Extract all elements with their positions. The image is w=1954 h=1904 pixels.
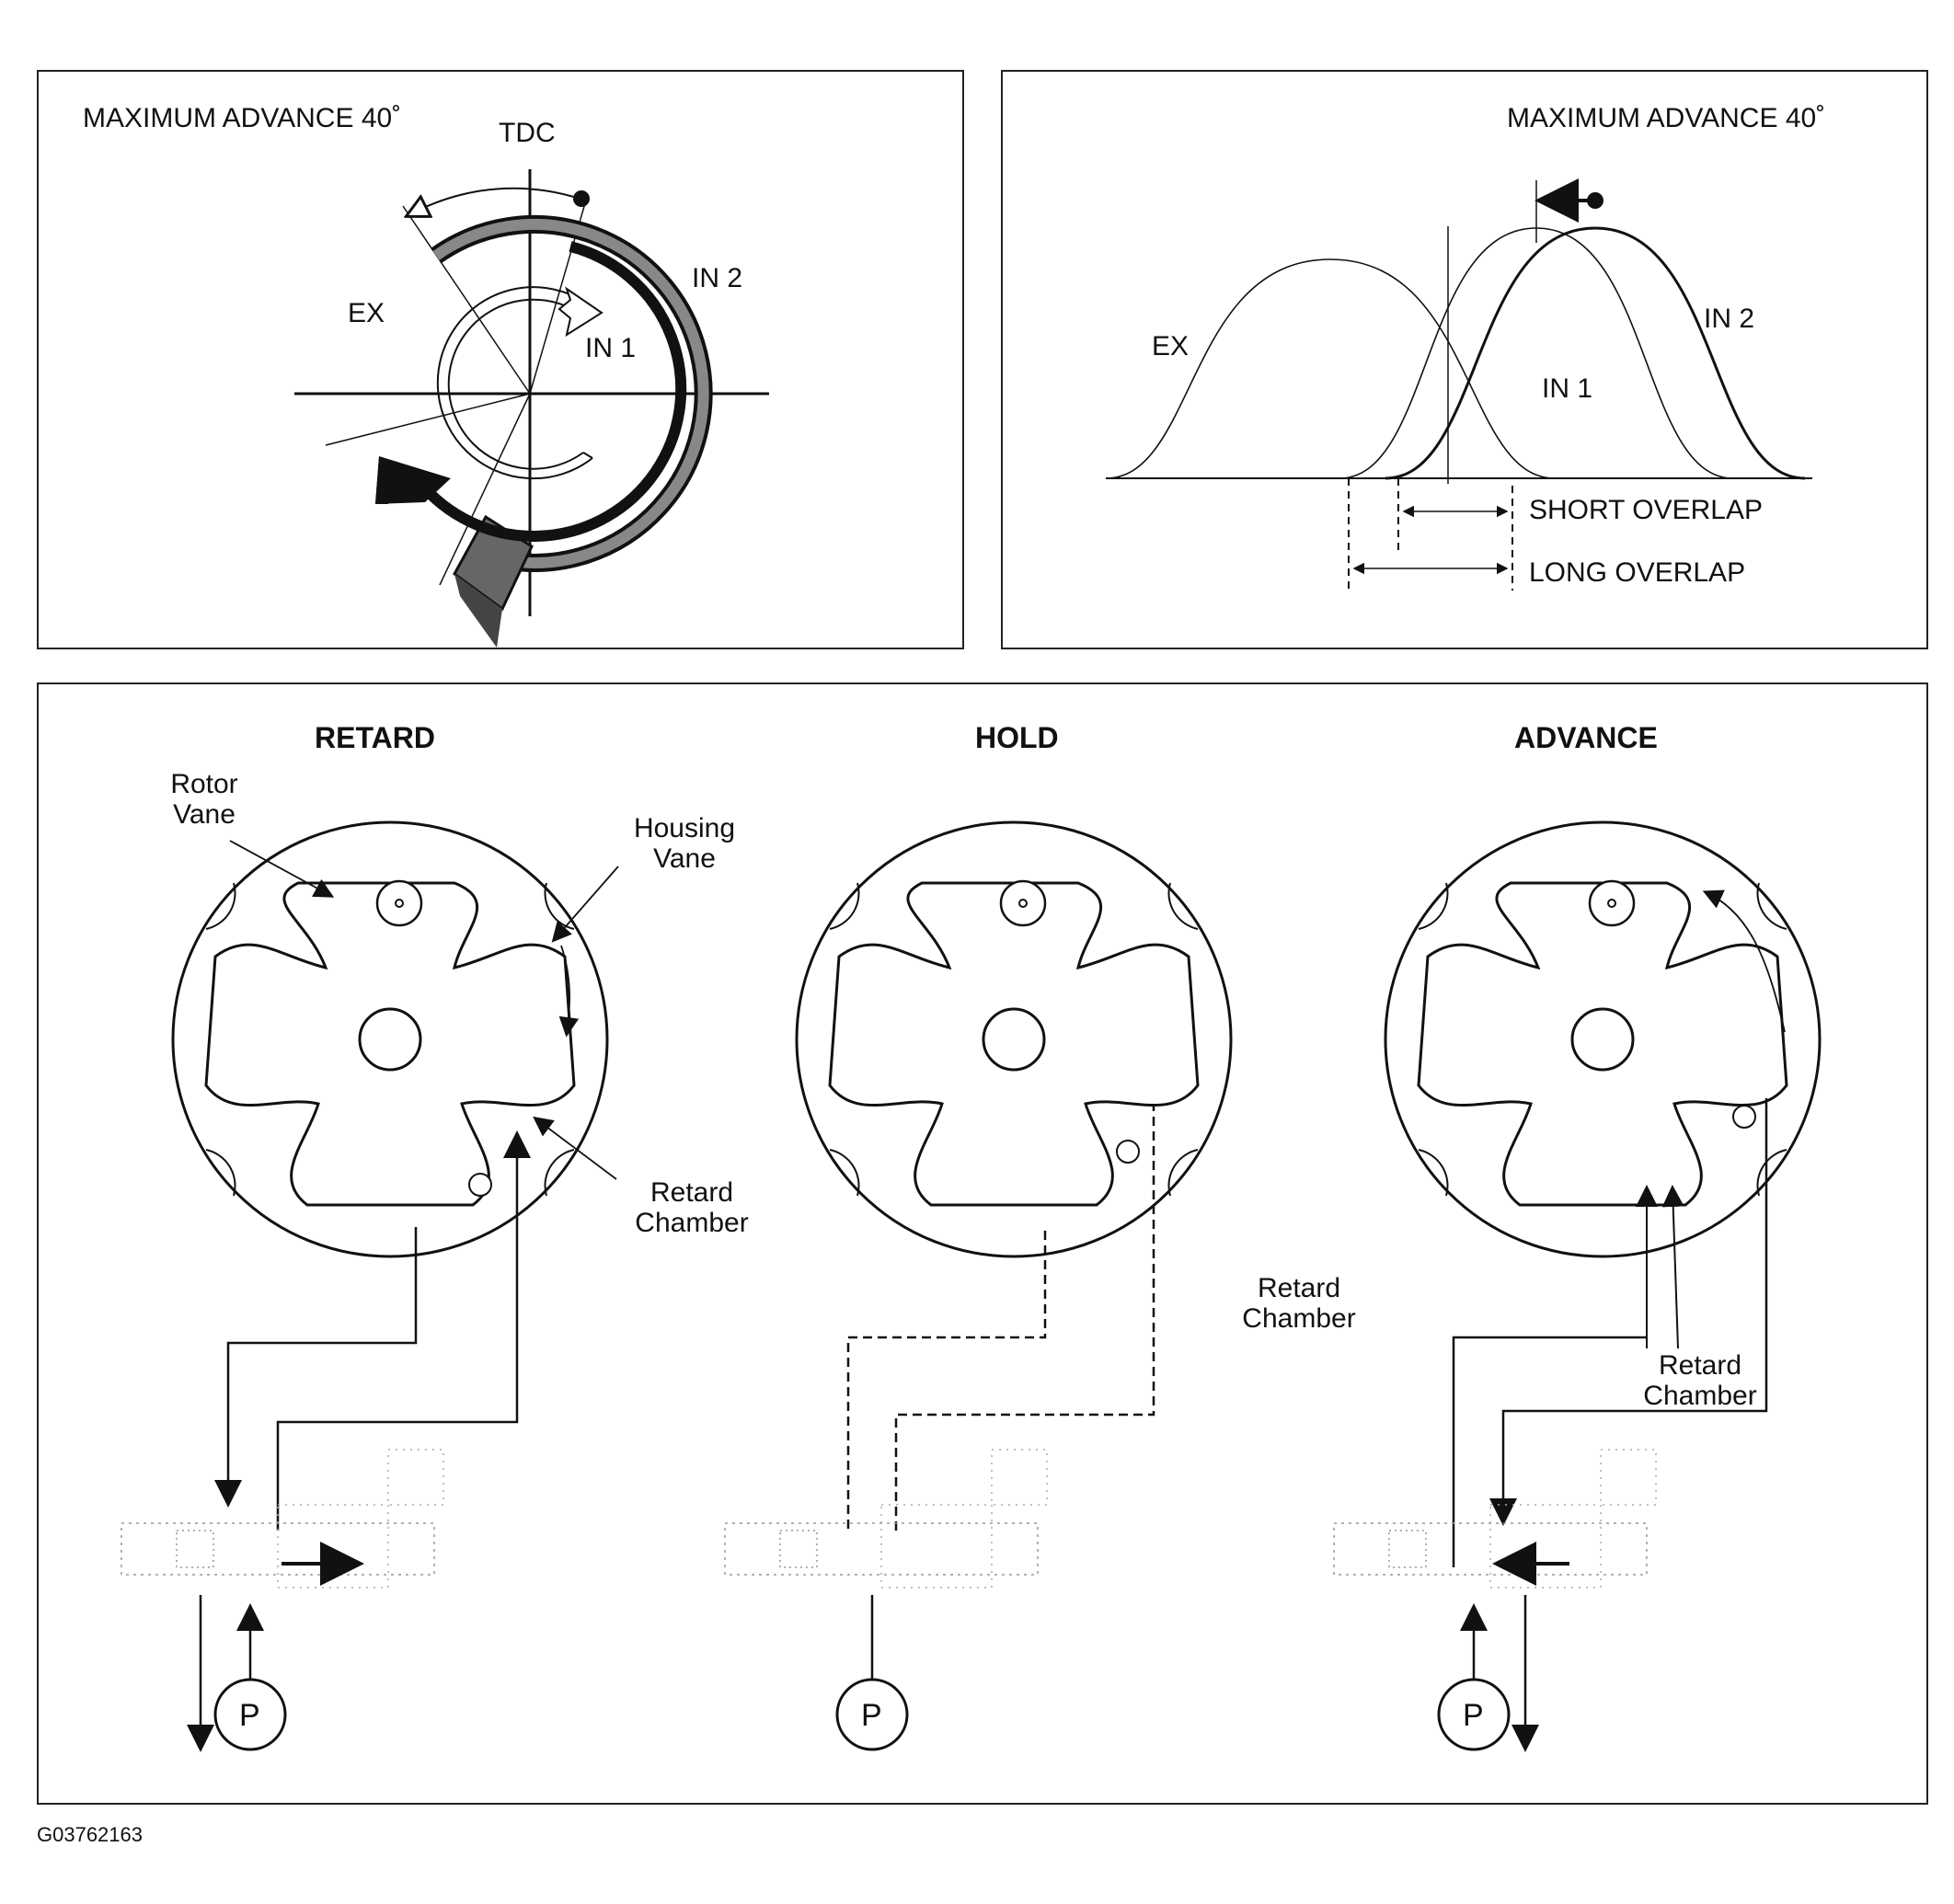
figure-code: G03762163 (37, 1823, 143, 1846)
label-retard-chamber-hold: Retard Chamber (1242, 1273, 1356, 1334)
label-retard-chamber-advance: Retard Chamber (1643, 1350, 1757, 1411)
phase-shift-dot (1587, 192, 1603, 209)
label-in1-circle: IN 1 (585, 333, 637, 363)
label-retard-chamber-retard: Retard Chamber (635, 1177, 749, 1238)
valve-lift-diagram (1105, 178, 1812, 591)
pump-label-advance: P (1463, 1698, 1484, 1733)
in1-curve (1339, 227, 1734, 479)
advance-dot (573, 190, 590, 207)
in1-arrowhead (375, 456, 451, 504)
heading-retard: RETARD (315, 721, 435, 754)
pump-label-hold: P (861, 1698, 882, 1733)
heading-hold: HOLD (975, 721, 1059, 754)
label-in2-circle: IN 2 (692, 263, 743, 293)
vct-states-diagram (121, 820, 1822, 1752)
panel-valve-lift-curves: MAXIMUM ADVANCE 40˚ EX IN 1 IN 2 SHORT O… (1001, 70, 1928, 649)
in2-curve (1385, 226, 1806, 480)
title-max-advance-right: MAXIMUM ADVANCE 40˚ (1507, 103, 1826, 133)
label-housing-vane: Housing Vane (633, 813, 736, 874)
label-rotor-vane: Rotor Vane (170, 769, 238, 830)
label-in1-curve: IN 1 (1542, 373, 1593, 404)
panel-vct-states: RETARD HOLD ADVANCE Rotor Vane Housing V… (37, 682, 1928, 1805)
label-short-overlap: SHORT OVERLAP (1529, 495, 1763, 525)
title-max-advance-left: MAXIMUM ADVANCE 40˚ (83, 103, 402, 133)
label-ex-circle: EX (348, 298, 385, 328)
label-ex-curve: EX (1152, 331, 1190, 361)
ex-curve (1105, 258, 1556, 479)
label-in2-curve: IN 2 (1704, 304, 1755, 334)
panel-timing-circle: MAXIMUM ADVANCE 40˚ TDC EX IN 1 IN 2 (37, 70, 964, 649)
ex-arc (436, 286, 593, 480)
timing-circle-diagram (294, 169, 769, 648)
heading-advance: ADVANCE (1514, 721, 1658, 754)
in1-arc (409, 241, 687, 542)
label-long-overlap: LONG OVERLAP (1529, 557, 1746, 588)
pump-label-retard: P (239, 1698, 260, 1733)
label-tdc: TDC (499, 118, 556, 148)
advance-arc (416, 187, 580, 212)
ex-arrowhead (557, 286, 603, 338)
